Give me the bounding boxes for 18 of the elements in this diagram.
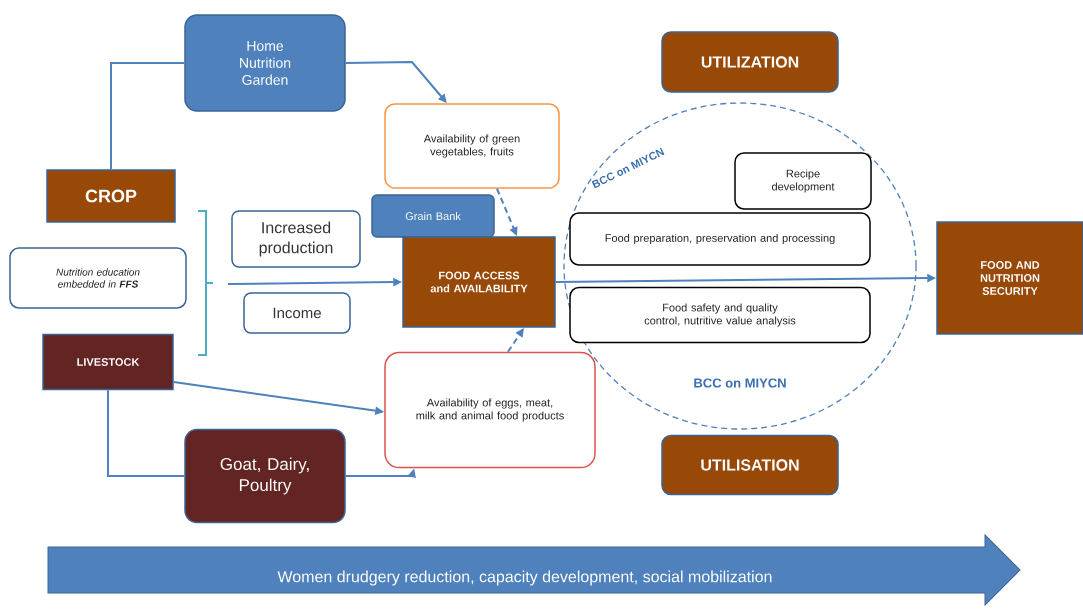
activity-box: Food preparation, preservation and processing bbox=[569, 212, 871, 266]
garden-box: Home Nutrition Garden bbox=[184, 14, 346, 112]
livestock-box: Goat, Dairy, Poultry bbox=[184, 428, 346, 524]
security-box: FOOD AND NUTRITION SECURITY bbox=[936, 221, 1083, 335]
result-box: Increased production bbox=[231, 210, 361, 268]
outcome-box: Availability of eggs, meat, milk and animal food products bbox=[384, 351, 596, 469]
category-box: LIVESTOCK bbox=[42, 333, 174, 391]
result-box: Income bbox=[243, 292, 351, 334]
circle-label: BCC on MIYCN bbox=[694, 378, 786, 388]
activity-box: Food safety and quality control, nutritive value analysis bbox=[569, 286, 871, 344]
grain-bank-box: Grain Bank bbox=[371, 194, 495, 238]
access-box: FOOD ACCESS and AVAILABILITY bbox=[402, 236, 556, 328]
heading-box: UTILIZATION bbox=[661, 31, 839, 93]
category-box: CROP bbox=[46, 169, 176, 223]
education-box: Nutrition education embedded in FFS bbox=[9, 247, 187, 309]
activity-box: Recipe development bbox=[734, 152, 872, 210]
heading-box: UTILISATION bbox=[661, 434, 839, 496]
outcome-box: Availability of green vegetables, fruits bbox=[384, 103, 560, 189]
